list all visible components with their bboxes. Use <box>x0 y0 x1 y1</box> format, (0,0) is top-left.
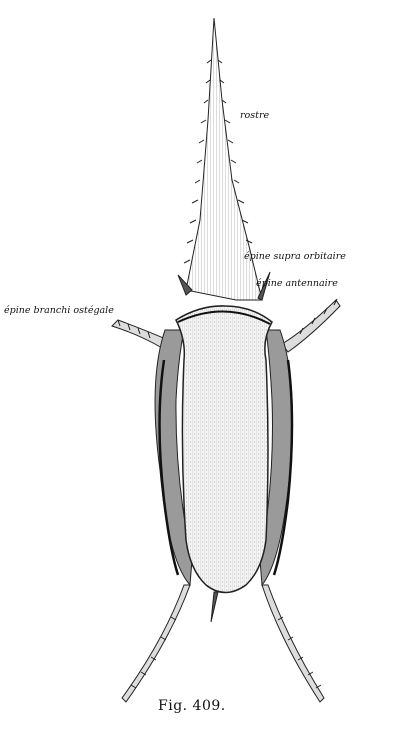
right-antennal-spine <box>282 299 340 352</box>
label-branchi-ostegale: épine branchi ostégale <box>4 305 114 316</box>
posterior-spines <box>122 585 324 702</box>
left-branchiostegal-spine <box>112 320 168 348</box>
carapace-body <box>176 306 272 593</box>
label-rostre: rostre <box>240 110 269 121</box>
label-supra-orbitaire: épine supra orbitaire <box>244 251 346 262</box>
figure-caption: Fig. 409. <box>158 698 226 714</box>
label-antennaire: épine antennaire <box>256 278 338 289</box>
